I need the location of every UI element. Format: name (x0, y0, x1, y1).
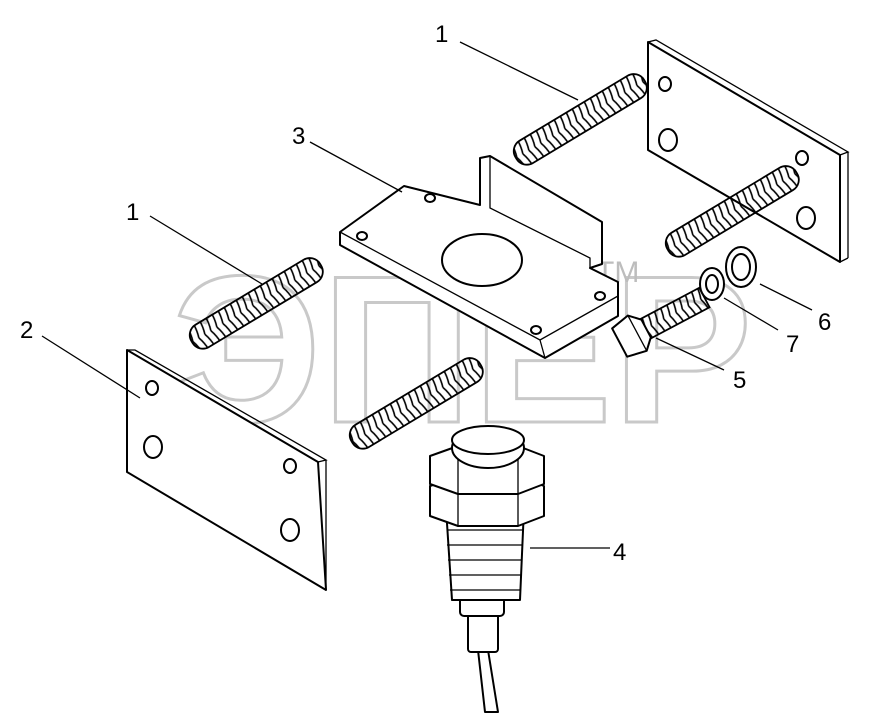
callout-1-left: 1 (126, 199, 139, 226)
callout-3: 3 (292, 123, 305, 150)
callout-5: 5 (733, 367, 746, 394)
callout-1-top: 1 (435, 21, 448, 48)
callout-6: 6 (818, 309, 831, 336)
part-1-springs (188, 73, 800, 450)
part-2-plate (126, 349, 328, 591)
part-4-sensor (429, 425, 545, 713)
part-right-plate (647, 39, 850, 263)
spring-lower (348, 357, 484, 450)
spring-upper (512, 73, 648, 166)
callout-4: 4 (613, 539, 626, 566)
part-6-ring (725, 246, 757, 288)
part-7-washer (699, 267, 725, 301)
callout-2: 2 (20, 317, 33, 344)
callout-labels: 1 1 2 3 4 5 6 7 (20, 21, 831, 566)
leader-lines (41, 41, 813, 549)
spring-left (188, 257, 324, 350)
spring-right (664, 165, 800, 258)
sensor-threads (447, 529, 523, 591)
part-3-bracket (339, 155, 619, 359)
callout-7: 7 (786, 331, 799, 358)
